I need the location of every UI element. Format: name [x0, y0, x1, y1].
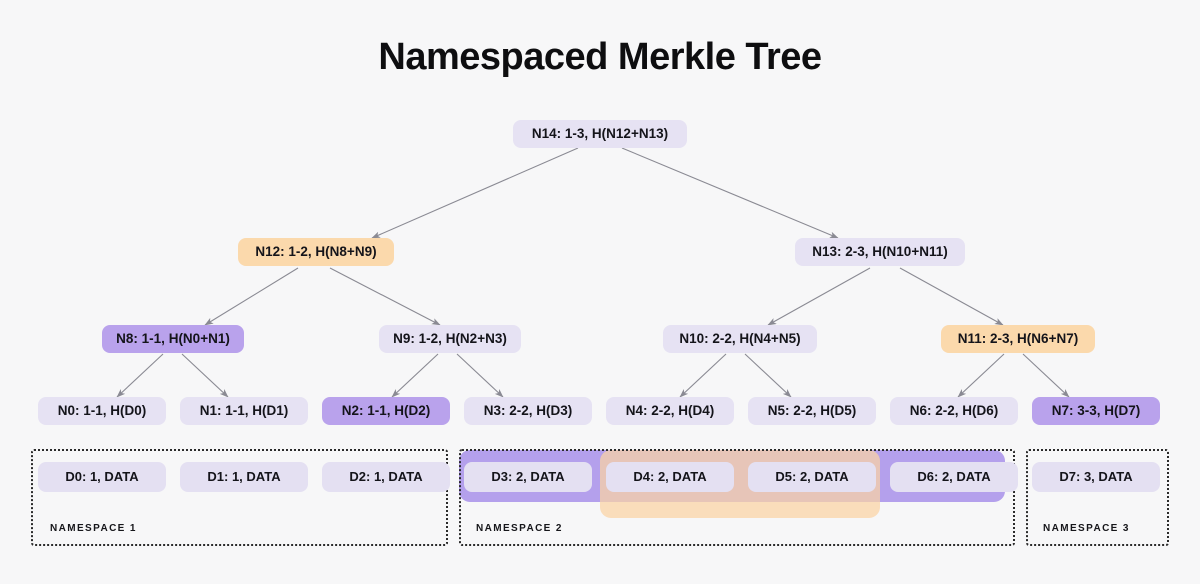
tree-node-n8[interactable]: N8: 1-1, H(N0+N1) [102, 325, 244, 353]
namespace-label-2: NAMESPACE 2 [476, 523, 563, 534]
tree-leaf-n5[interactable]: N5: 2-2, H(D5) [748, 397, 876, 425]
namespace-label-3: NAMESPACE 3 [1043, 523, 1130, 534]
data-block-d4[interactable]: D4: 2, DATA [606, 462, 734, 492]
data-block-d2[interactable]: D2: 1, DATA [322, 462, 450, 492]
namespace-box-1[interactable] [31, 449, 448, 546]
tree-node-n13[interactable]: N13: 2-3, H(N10+N11) [795, 238, 965, 266]
namespace-label-1: NAMESPACE 1 [50, 523, 137, 534]
tree-node-n11[interactable]: N11: 2-3, H(N6+N7) [941, 325, 1095, 353]
tree-leaf-n7[interactable]: N7: 3-3, H(D7) [1032, 397, 1160, 425]
data-block-d1[interactable]: D1: 1, DATA [180, 462, 308, 492]
tree-node-n12[interactable]: N12: 1-2, H(N8+N9) [238, 238, 394, 266]
tree-leaf-n4[interactable]: N4: 2-2, H(D4) [606, 397, 734, 425]
tree-leaf-n6[interactable]: N6: 2-2, H(D6) [890, 397, 1018, 425]
data-block-d3[interactable]: D3: 2, DATA [464, 462, 592, 492]
tree-node-n10[interactable]: N10: 2-2, H(N4+N5) [663, 325, 817, 353]
namespace-box-3[interactable] [1026, 449, 1169, 546]
tree-leaf-n2[interactable]: N2: 1-1, H(D2) [322, 397, 450, 425]
data-block-d5[interactable]: D5: 2, DATA [748, 462, 876, 492]
page-title: Namespaced Merkle Tree [378, 36, 822, 78]
data-block-d0[interactable]: D0: 1, DATA [38, 462, 166, 492]
tree-leaf-n1[interactable]: N1: 1-1, H(D1) [180, 397, 308, 425]
tree-leaf-n3[interactable]: N3: 2-2, H(D3) [464, 397, 592, 425]
tree-node-n9[interactable]: N9: 1-2, H(N2+N3) [379, 325, 521, 353]
tree-node-n14[interactable]: N14: 1-3, H(N12+N13) [513, 120, 687, 148]
tree-leaf-n0[interactable]: N0: 1-1, H(D0) [38, 397, 166, 425]
data-block-d7[interactable]: D7: 3, DATA [1032, 462, 1160, 492]
namespace-box-2[interactable] [459, 449, 1015, 546]
data-block-d6[interactable]: D6: 2, DATA [890, 462, 1018, 492]
